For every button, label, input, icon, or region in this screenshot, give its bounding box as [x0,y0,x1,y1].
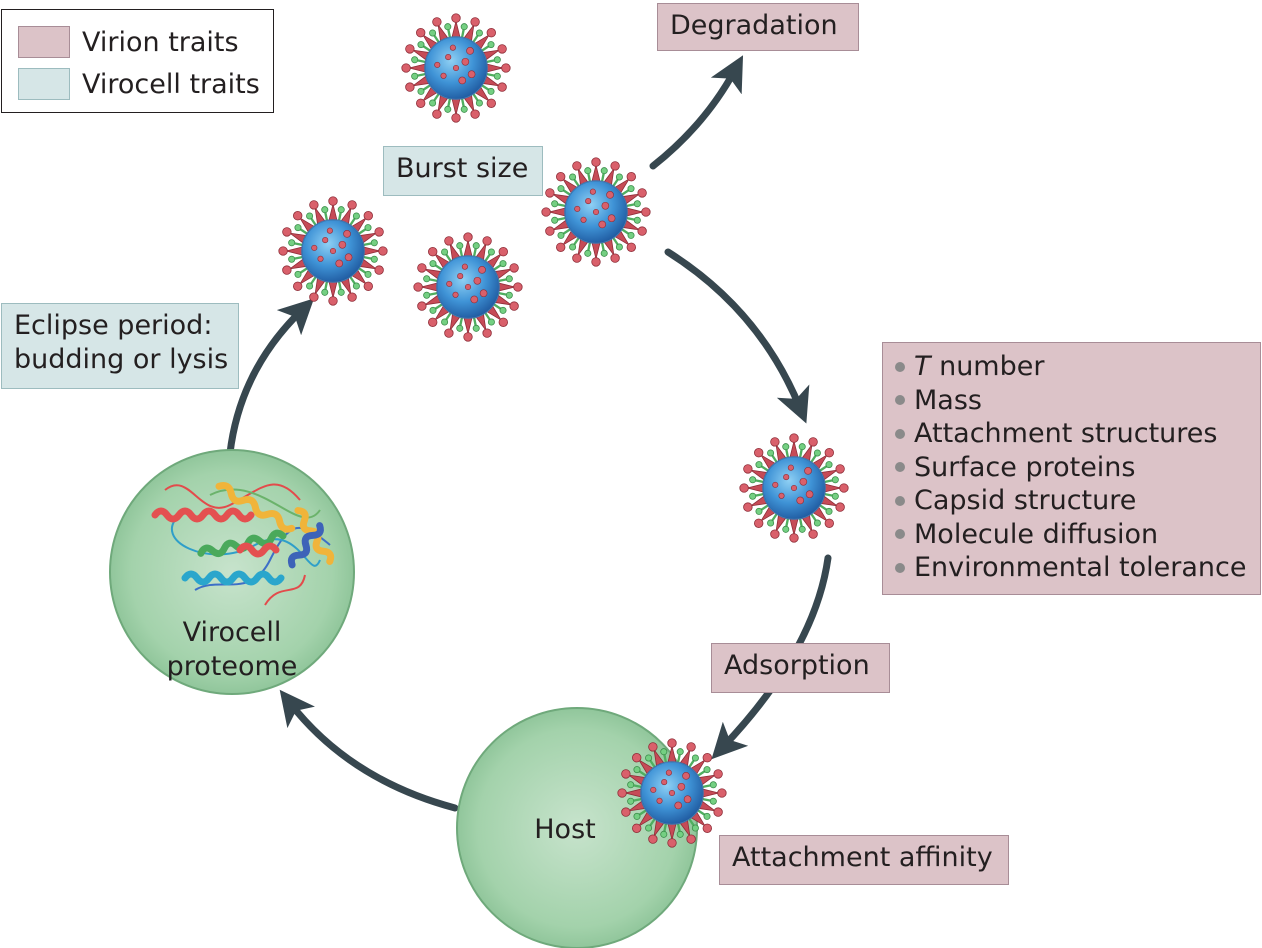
degradation-text: Degradation [670,10,838,41]
bullet-icon [895,462,905,473]
virocell-proteome-label: Virocell proteome [152,616,312,684]
legend-virion-row: Virion traits [18,25,239,59]
trait-item: Environmental tolerance [895,551,1248,585]
arrow-virocell-to-release [226,298,315,457]
burst-size-text: Burst size [396,153,529,184]
virion-attached-to-host [616,737,728,849]
bullet-icon [895,395,905,406]
bullet-icon [895,428,905,439]
eclipse-period-line-1: Eclipse period: [14,310,213,341]
virocell-circle [109,449,355,695]
arrow-to-degradation [649,55,744,170]
bullet-icon [895,361,905,372]
virion-burst-right [540,156,652,268]
bullet-icon [895,495,905,506]
trait-text: Mass [914,384,982,416]
trait-item: Molecule diffusion [895,518,1248,552]
legend-virocell-row: Virocell traits [18,67,260,101]
arrow-to-adsorption-virion [664,248,810,424]
proteome-helices [151,482,335,586]
trait-item: Attachment structures [895,417,1248,451]
legend-virion-swatch [18,26,70,58]
virocell-label-line-2: proteome [166,651,298,682]
host-label: Host [534,814,596,845]
trait-text: Environmental tolerance [914,552,1247,583]
eclipse-period-label: Eclipse period: budding or lysis [1,303,239,389]
virion-top [400,12,512,124]
virion-traits-list-box: T number Mass Attachment structures Surf… [882,342,1261,595]
burst-size-label: Burst size [383,146,543,196]
trait-text: Capsid structure [914,485,1137,516]
bullet-icon [895,529,905,540]
adsorption-text: Adsorption [724,650,870,681]
trait-text: Molecule diffusion [914,518,1159,550]
trait-item: T number [895,350,1248,384]
legend-virocell-label: Virocell traits [82,68,260,100]
virion-burst-left [277,195,389,307]
t-number-text: number [930,351,1045,382]
virion-traits-list: T number Mass Attachment structures Surf… [895,350,1248,585]
virion-burst-middle [412,231,524,343]
trait-item: Surface proteins [895,451,1248,485]
legend-virion-label: Virion traits [82,26,239,58]
trait-item: Mass [895,384,1248,418]
attachment-affinity-text: Attachment affinity [732,842,993,873]
eclipse-period-line-2: budding or lysis [14,344,229,375]
legend: Virion traits Virocell traits [1,9,274,113]
legend-virocell-swatch [18,68,70,100]
virocell-label-line-1: Virocell [182,617,282,648]
attachment-affinity-label: Attachment affinity [719,835,1009,885]
bullet-icon [895,562,905,573]
adsorption-label: Adsorption [711,643,890,693]
trait-item: Capsid structure [895,484,1248,518]
t-number-italic: T [914,351,931,382]
trait-text: Surface proteins [914,451,1136,483]
trait-text: Attachment structures [914,418,1218,449]
virion-adsorbing [738,432,850,544]
arrow-host-to-virocell [279,689,459,812]
degradation-label: Degradation [657,3,859,51]
